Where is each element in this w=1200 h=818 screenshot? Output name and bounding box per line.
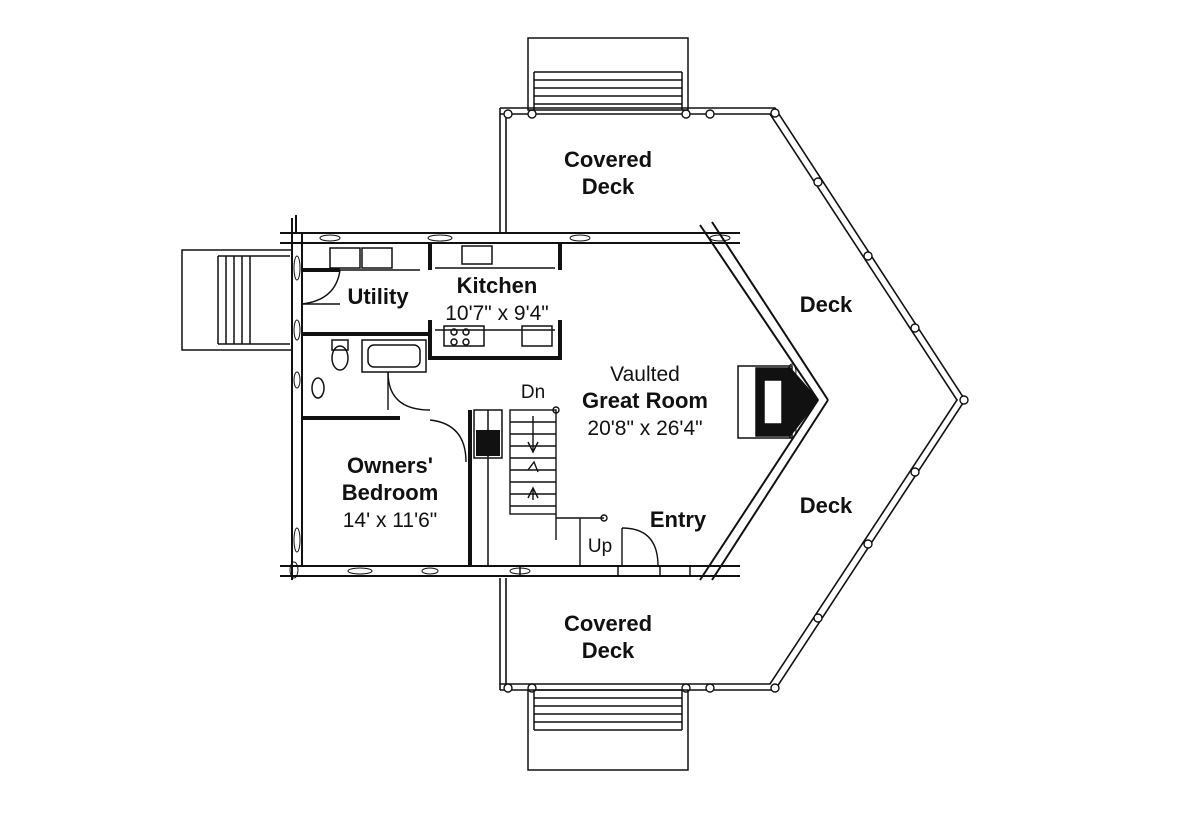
owners-bedroom-line2: Bedroom	[342, 480, 439, 505]
covered-deck-top-line1: Covered	[564, 147, 652, 172]
deck-outline	[499, 107, 966, 691]
window-marks	[519, 566, 691, 576]
great-room-line1: Vaulted	[610, 363, 680, 386]
chimney-block	[476, 430, 500, 456]
great-room-size: 20'8" x 26'4"	[587, 417, 702, 440]
top-steps	[527, 37, 689, 111]
deck-upper-label: Deck	[800, 292, 853, 317]
interior-walls	[302, 243, 562, 566]
great-room-line2: Great Room	[582, 388, 708, 413]
utility-name: Utility	[347, 284, 409, 309]
exterior-walls	[280, 215, 829, 581]
fireplace	[737, 365, 819, 439]
stair	[509, 406, 608, 566]
covered-deck-bottom-line1: Covered	[564, 611, 652, 636]
kitchen-name: Kitchen	[457, 273, 538, 298]
door-swings	[301, 269, 659, 567]
covered-deck-bottom-line2: Deck	[582, 638, 635, 663]
entry-name: Entry	[650, 507, 707, 532]
bottom-steps	[527, 689, 689, 771]
stair-down-label: Dn	[521, 382, 545, 403]
log-texture	[289, 234, 797, 579]
deck-posts	[503, 108, 969, 693]
covered-deck-top-line2: Deck	[582, 174, 635, 199]
utility-steps	[181, 249, 293, 351]
deck-lower-label: Deck	[800, 493, 853, 518]
stair-up-label: Up	[588, 536, 612, 557]
owners-bedroom-line1: Owners'	[347, 453, 433, 478]
owners-bedroom-size: 14' x 11'6"	[343, 509, 437, 532]
kitchen-size: 10'7" x 9'4"	[445, 302, 549, 325]
